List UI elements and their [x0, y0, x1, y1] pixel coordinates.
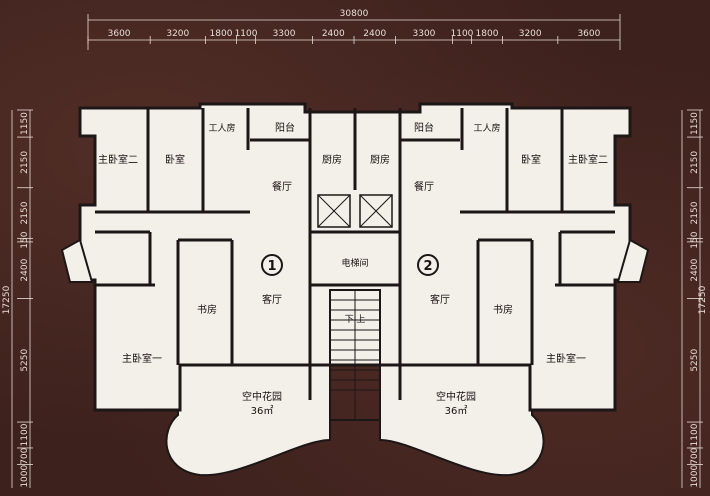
left_dims-label: 700 [20, 447, 30, 464]
label-bedroom-right: 卧室 [521, 153, 541, 166]
top-dim-label: 3600 [577, 29, 600, 39]
left_dims-label: 1150 [20, 112, 30, 135]
label-kitchen-right: 厨房 [370, 153, 390, 166]
top-dim-label: 2400 [363, 29, 386, 39]
overall-width-label: 30800 [340, 9, 369, 19]
left_dims-label: 5250 [20, 349, 30, 372]
label-lift-hall: 电梯间 [341, 257, 368, 269]
right_dims-label: 2150 [690, 201, 700, 224]
label-study-left: 书房 [197, 303, 217, 316]
label-master2-left: 主卧室二 [98, 153, 138, 166]
label-garden-left: 空中花园 [242, 390, 282, 403]
top-dim-label: 3200 [519, 29, 542, 39]
unit-1-circle [261, 254, 283, 276]
label-living-right: 客厅 [430, 293, 450, 306]
label-worker-right: 工人房 [473, 122, 500, 134]
top-dim-label: 3300 [413, 29, 436, 39]
left-dimensions [11, 110, 31, 488]
unit-markers: 1 2 [261, 254, 439, 276]
top-dim-label: 3600 [108, 29, 131, 39]
right_dims-label: 700 [690, 447, 700, 464]
left_dims-label: 2150 [20, 151, 30, 174]
label-garden-area-left: 36㎡ [251, 405, 274, 417]
top-dim-label: 1100 [451, 29, 474, 39]
label-balcony-left: 阳台 [275, 121, 295, 134]
right_dims-label: 1100 [690, 423, 700, 446]
label-balcony-right: 阳台 [414, 121, 434, 134]
left_dims-label: 150 [20, 231, 30, 248]
unit-2-number: 2 [423, 259, 432, 274]
left-total-label: 17250 [2, 285, 12, 314]
label-dining-left: 餐厅 [272, 180, 292, 193]
label-bedroom-left: 卧室 [165, 153, 185, 166]
left_dims-label: 2400 [20, 258, 30, 281]
label-living-left: 客厅 [262, 293, 282, 306]
left_dims-label: 1100 [20, 423, 30, 446]
top-dim-label: 1800 [476, 29, 499, 39]
label-worker-left: 工人房 [208, 122, 235, 134]
left_dims-label: 1000 [20, 464, 30, 487]
label-garden-right: 空中花园 [436, 390, 476, 403]
right-total-label: 17250 [698, 285, 708, 314]
label-master2-right: 主卧室二 [568, 153, 608, 166]
right_dims-label: 150 [690, 231, 700, 248]
label-kitchen-left: 厨房 [322, 153, 342, 166]
top-dim-label: 1100 [235, 29, 258, 39]
unit-2-circle [417, 254, 439, 276]
plan-body [60, 102, 650, 477]
top-dim-label: 1800 [210, 29, 233, 39]
right_dims-label: 5250 [690, 349, 700, 372]
label-dining-right: 餐厅 [414, 180, 434, 193]
label-master1-left: 主卧室一 [122, 352, 162, 365]
right_dims-label: 2400 [690, 258, 700, 281]
right_dims-label: 1000 [690, 464, 700, 487]
label-study-right: 书房 [493, 303, 513, 316]
right_dims-label: 2150 [690, 151, 700, 174]
label-master1-right: 主卧室一 [546, 352, 586, 365]
right_dims-label: 1150 [690, 112, 700, 135]
room-labels: 主卧室二 卧室 工人房 阳台 厨房 厨房 阳台 工人房 卧室 主卧室二 餐厅 餐… [98, 121, 608, 417]
top-dim-label: 3300 [273, 29, 296, 39]
label-stair: 下 上 [345, 314, 366, 325]
label-garden-area-right: 36㎡ [445, 405, 468, 417]
unit-1-number: 1 [267, 259, 276, 274]
right-dimensions [681, 110, 701, 488]
left_dims-label: 2150 [20, 201, 30, 224]
top-dim-label: 2400 [322, 29, 345, 39]
top-dim-label: 3200 [166, 29, 189, 39]
